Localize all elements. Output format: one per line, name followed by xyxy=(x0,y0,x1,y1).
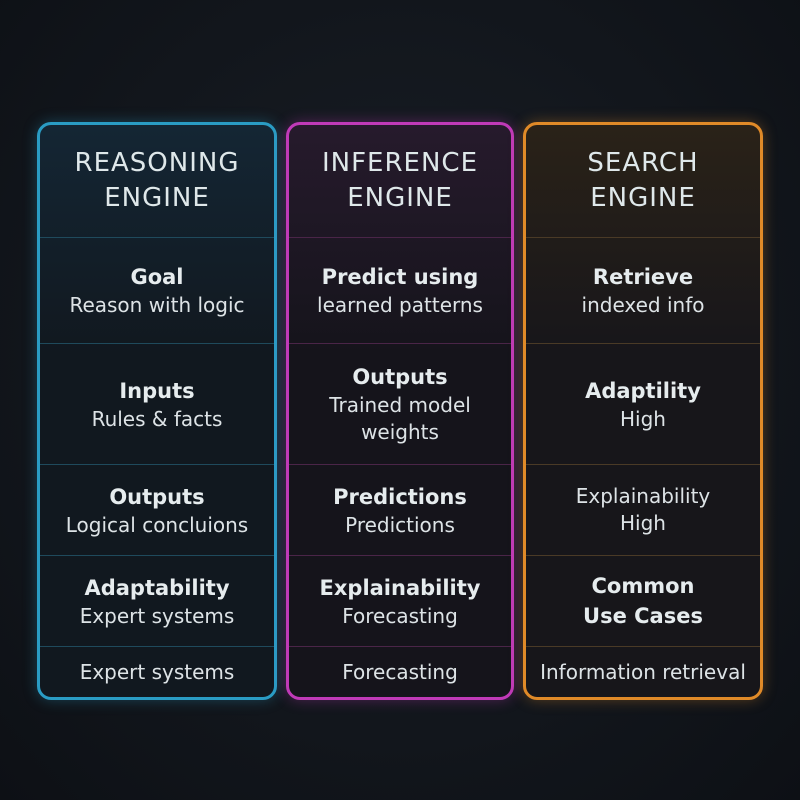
cell-title: Common Use Cases xyxy=(583,574,703,628)
cell-text: Expert systems xyxy=(79,659,235,684)
cell-text: Predictions xyxy=(345,512,455,537)
cell-title: Predict using xyxy=(321,265,479,289)
cell-text: Logical concluions xyxy=(65,512,249,537)
table-cell: Common Use Cases xyxy=(526,555,760,646)
cell-title: Predictions xyxy=(333,484,467,509)
cell-title: Outputs xyxy=(109,484,205,509)
cell-text: Expert systems xyxy=(79,603,235,628)
cell-title: Outputs xyxy=(352,365,448,389)
cell-text: Trained model weights xyxy=(329,393,471,444)
column-header: INFERENCE ENGINE xyxy=(321,148,479,213)
cell-text: High xyxy=(620,406,666,431)
cell-title: Goal xyxy=(130,265,184,289)
cell-title: Inputs xyxy=(119,378,195,403)
cell-title: Explainability xyxy=(319,575,481,600)
cell-text: Rules & facts xyxy=(91,406,223,431)
cell-text: Explainability High xyxy=(575,484,711,535)
cell-text: indexed info xyxy=(581,293,705,317)
cell-text: Reason with logic xyxy=(69,293,245,317)
cell-text: Forecasting xyxy=(342,659,458,684)
column-header: REASONING ENGINE xyxy=(74,148,240,213)
table-cell: Retrieve indexed info xyxy=(526,237,760,343)
table-cell: Forecasting xyxy=(289,646,511,697)
table-cell: Predict using learned patterns xyxy=(289,237,511,343)
cell-title: Adaptility xyxy=(585,378,701,403)
cell-text: Forecasting xyxy=(342,603,458,628)
inference-engine-column: INFERENCE ENGINE Predict using learned pat… xyxy=(286,122,514,700)
cell-title: Retrieve xyxy=(592,265,694,289)
table-cell: Expert systems xyxy=(40,646,274,697)
cell-title: Adaptability xyxy=(84,575,230,600)
table-cell: Explainability High xyxy=(526,464,760,555)
column-header: SEARCH ENGINE xyxy=(587,148,699,213)
cell-text: Information retrieval xyxy=(540,659,746,684)
table-cell: Information retrieval xyxy=(526,646,760,697)
cell-text: learned patterns xyxy=(317,293,483,317)
